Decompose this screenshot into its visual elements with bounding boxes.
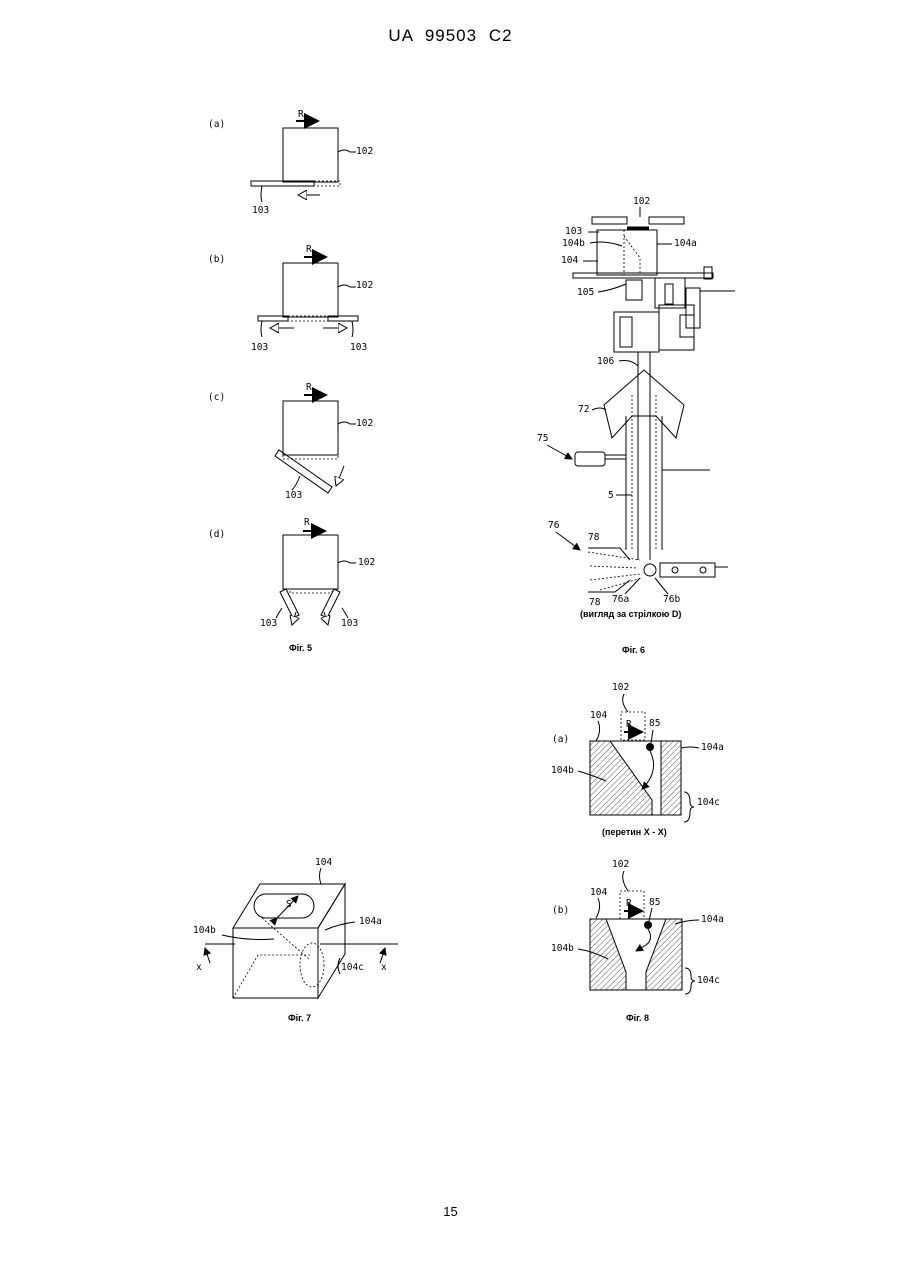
fig8b-ref-104: 104 bbox=[590, 887, 607, 898]
fig5-panel-d: (d) R 102 103 103 bbox=[208, 517, 375, 629]
fig5d-ref-103-left: 103 bbox=[260, 618, 277, 629]
fig5b-arrow-label: R bbox=[306, 244, 312, 255]
fig8b-arrow-label: R bbox=[626, 898, 632, 909]
fig7-ref-x-left: x bbox=[196, 962, 202, 973]
fig6-ref-75: 75 bbox=[537, 433, 548, 444]
fig6-ref-105: 105 bbox=[577, 287, 594, 298]
fig8-caption: Фіг. 8 bbox=[626, 1013, 649, 1023]
fig6-ref-103: 103 bbox=[565, 226, 582, 237]
fig7-ref-104: 104 bbox=[315, 857, 332, 868]
fig8-panel-a: (a) R 102 104 85 104a 104b 104c (перетин… bbox=[551, 682, 724, 837]
fig5-panel-d-label: (d) bbox=[208, 529, 225, 540]
fig7-ref-104a: 104a bbox=[359, 916, 382, 927]
fig6-ref-78-bottom: 78 bbox=[589, 597, 601, 608]
fig6-ref-78-top: 78 bbox=[588, 532, 600, 543]
fig7-ref-S: S bbox=[286, 899, 292, 910]
figure-7: 104 S 104a 104b 104c x x Фіг. 7 bbox=[193, 857, 398, 1023]
fig8a-ref-104b: 104b bbox=[551, 765, 574, 776]
fig5a-ref-103: 103 bbox=[252, 205, 269, 216]
fig8b-ref-102: 102 bbox=[612, 859, 629, 870]
fig5-caption: Фіг. 5 bbox=[289, 643, 312, 653]
fig8a-ref-102: 102 bbox=[612, 682, 629, 693]
fig8b-ref-85: 85 bbox=[649, 897, 660, 908]
fig6-ref-104: 104 bbox=[561, 255, 578, 266]
fig8-section-caption: (перетин X - X) bbox=[602, 827, 667, 837]
fig5b-ref-103-left: 103 bbox=[251, 342, 268, 353]
fig8-panel-b: (b) R 102 104 85 104a 104b 104c bbox=[551, 859, 724, 994]
fig5-panel-b: (b) R 102 103 103 bbox=[208, 244, 373, 353]
figure-6: 102 103 104b 104a 104 105 106 72 75 5 76… bbox=[537, 196, 735, 655]
fig8b-ref-104b: 104b bbox=[551, 943, 574, 954]
fig5a-arrow-label: R bbox=[298, 109, 304, 120]
fig5-panel-a-label: (a) bbox=[208, 119, 225, 130]
fig8a-arrow-label: R bbox=[626, 719, 632, 730]
fig5-panel-b-label: (b) bbox=[208, 254, 225, 265]
fig6-subcaption: (вигляд за стрілкою D) bbox=[580, 609, 681, 619]
fig5-panel-c: (c) R 102 103 bbox=[208, 382, 373, 501]
fig5c-ref-103: 103 bbox=[285, 490, 302, 501]
fig8a-ref-104: 104 bbox=[590, 710, 607, 721]
fig5d-ref-102: 102 bbox=[358, 557, 375, 568]
fig5d-arrow-label: R bbox=[304, 517, 310, 528]
fig5-panel-c-label: (c) bbox=[208, 392, 225, 403]
fig6-ref-102: 102 bbox=[633, 196, 650, 207]
fig6-ref-5: 5 bbox=[608, 490, 614, 501]
fig7-ref-104b: 104b bbox=[193, 925, 216, 936]
figure-5: (a) R 102 103 (b) R 102 103 bbox=[208, 109, 375, 653]
fig5d-ref-103-right: 103 bbox=[341, 618, 358, 629]
fig6-ref-76: 76 bbox=[548, 520, 560, 531]
fig5-panel-a: (a) R 102 103 bbox=[208, 109, 373, 216]
fig8-panel-b-label: (b) bbox=[552, 905, 569, 916]
fig8b-ref-104a: 104a bbox=[701, 914, 724, 925]
fig7-ref-x-right: x bbox=[381, 962, 387, 973]
fig5c-arrow-label: R bbox=[306, 382, 312, 393]
fig8a-ref-85: 85 bbox=[649, 718, 660, 729]
fig6-ref-106: 106 bbox=[597, 356, 614, 367]
fig6-caption: Фіг. 6 bbox=[622, 645, 645, 655]
fig6-ref-76a: 76a bbox=[612, 594, 629, 605]
fig8a-ref-104c: 104c bbox=[697, 797, 720, 808]
figure-8: (a) R 102 104 85 104a 104b 104c (перетин… bbox=[551, 682, 724, 1023]
fig5a-ref-102: 102 bbox=[356, 146, 373, 157]
fig7-ref-104c: 104c bbox=[341, 962, 364, 973]
fig8b-ref-104c: 104c bbox=[697, 975, 720, 986]
fig7-caption: Фіг. 7 bbox=[288, 1013, 311, 1023]
fig5b-ref-102: 102 bbox=[356, 280, 373, 291]
fig5c-ref-102: 102 bbox=[356, 418, 373, 429]
fig6-ref-104a: 104a bbox=[674, 238, 697, 249]
fig8a-ref-104a: 104a bbox=[701, 742, 724, 753]
fig5b-ref-103-right: 103 bbox=[350, 342, 367, 353]
fig6-ref-104b: 104b bbox=[562, 238, 585, 249]
fig6-ref-76b: 76b bbox=[663, 594, 680, 605]
fig6-ref-72: 72 bbox=[578, 404, 589, 415]
page-number: 15 bbox=[0, 1204, 901, 1219]
fig8-panel-a-label: (a) bbox=[552, 734, 569, 745]
